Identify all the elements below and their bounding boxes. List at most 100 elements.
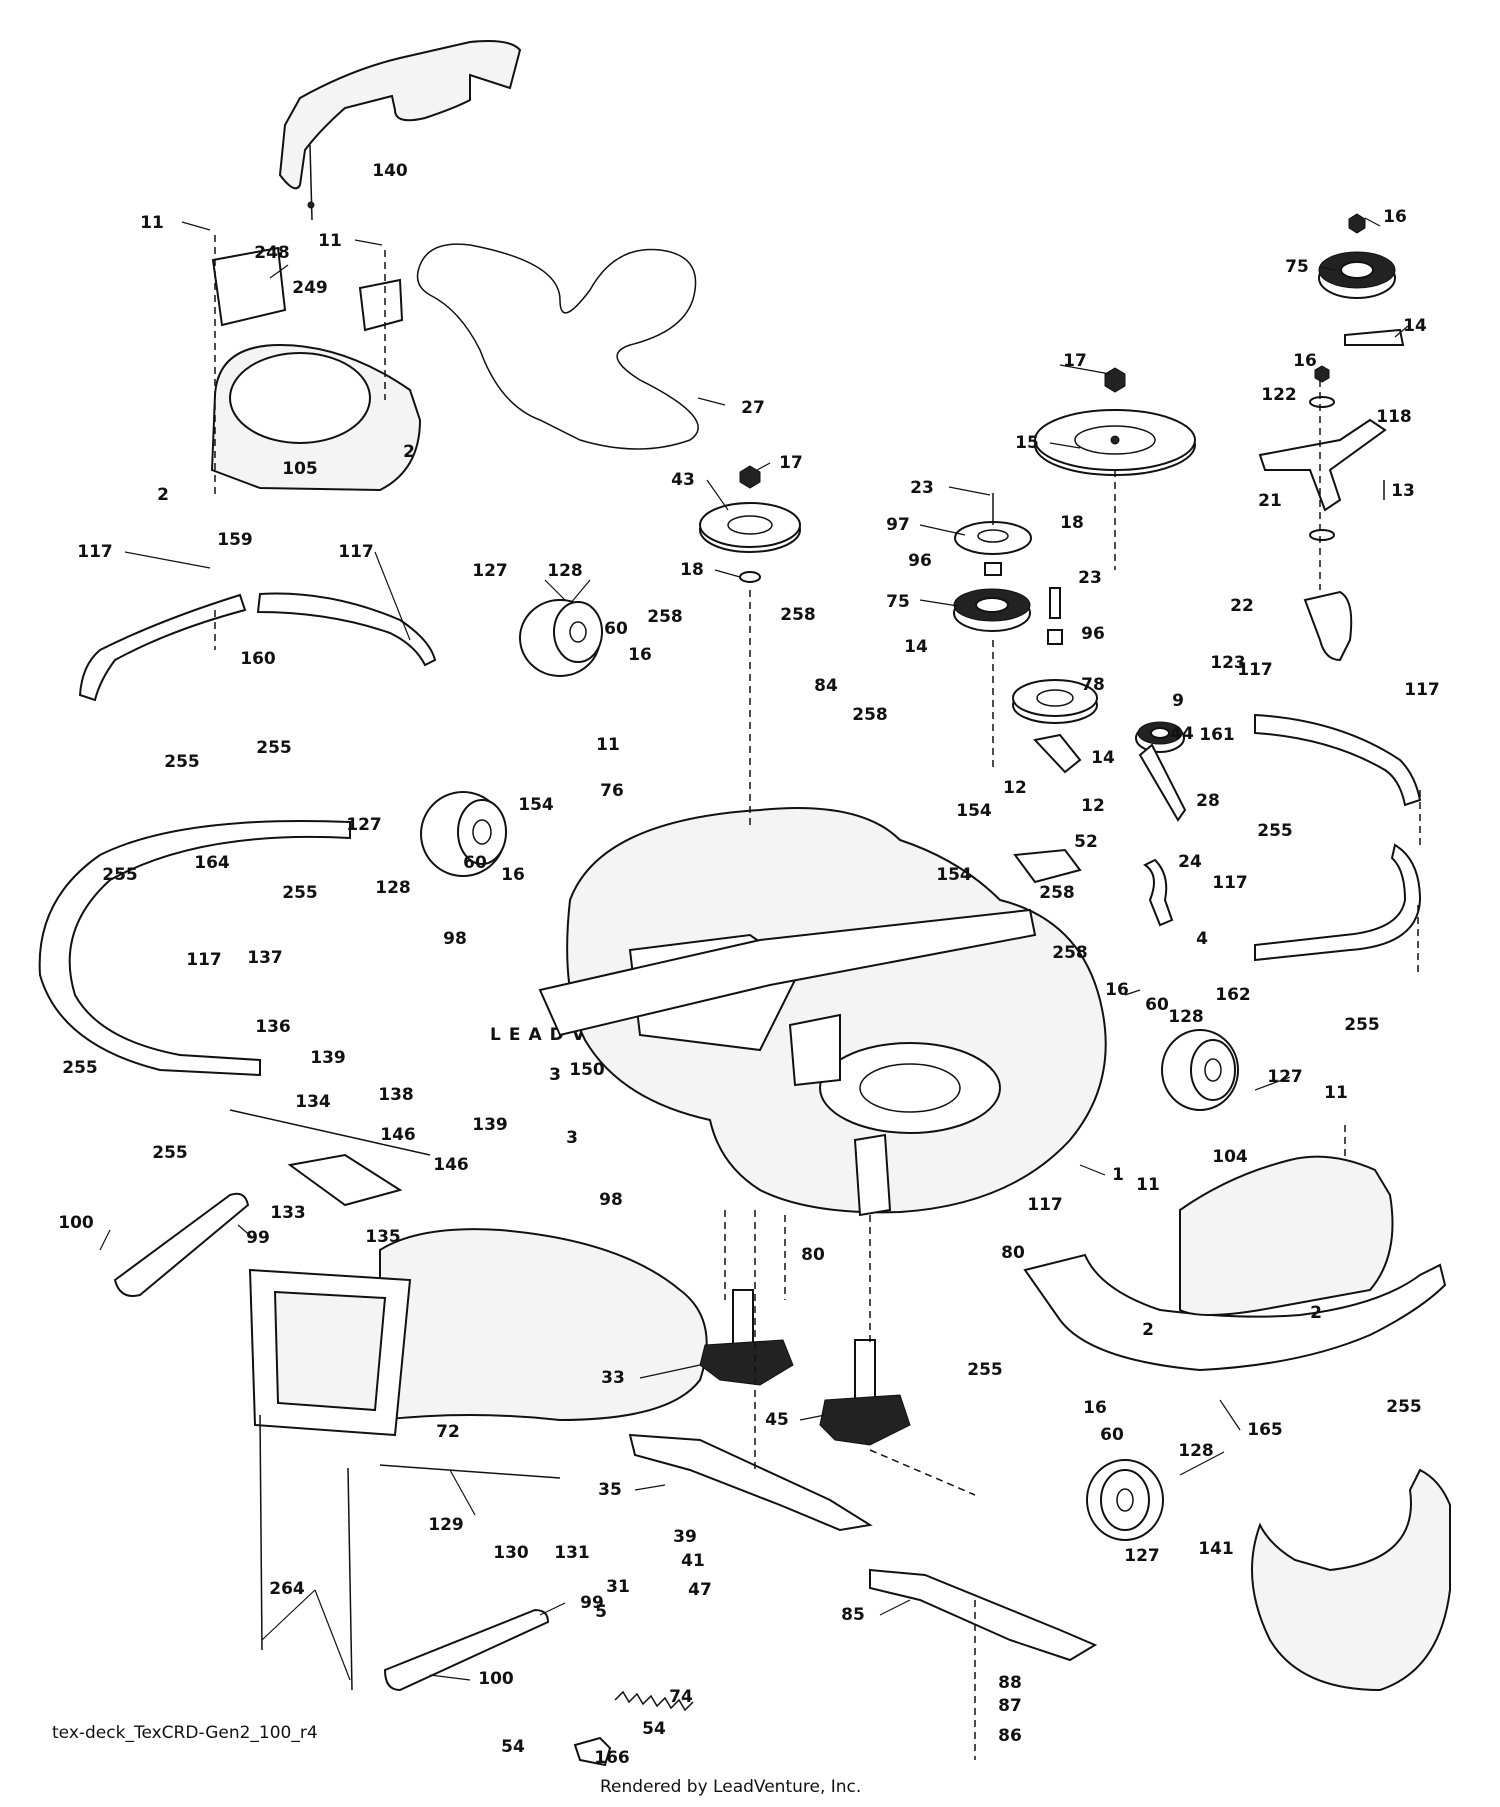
callout-264: 264 [269, 1579, 305, 1599]
callout-60: 60 [1100, 1425, 1124, 1445]
callout-16: 16 [1105, 980, 1129, 1000]
part-45-spindle [819, 1339, 911, 1446]
callout-11: 11 [318, 231, 342, 251]
callout-9: 9 [1172, 691, 1184, 711]
part-165-rail [1023, 1253, 1447, 1372]
callout-258: 258 [1039, 883, 1075, 903]
callout-133: 133 [270, 1203, 306, 1223]
callout-255: 255 [1344, 1015, 1380, 1035]
callout-128: 128 [1178, 1441, 1214, 1461]
callout-5: 5 [595, 1602, 607, 1622]
callout-11: 11 [1324, 1083, 1348, 1103]
callout-2: 2 [403, 442, 415, 462]
callout-4: 4 [1196, 929, 1208, 949]
part-15-drawing [1034, 409, 1196, 476]
part-99-arm-b [383, 1608, 550, 1692]
callout-159: 159 [217, 530, 253, 550]
callout-162: 162 [1215, 985, 1251, 1005]
part-78-drawing [1012, 587, 1098, 774]
part-166-bracket [573, 1736, 612, 1767]
callout-123: 123 [1210, 653, 1246, 673]
callout-18: 18 [1060, 513, 1084, 533]
callout-16: 16 [628, 645, 652, 665]
callout-255: 255 [102, 865, 138, 885]
callout-84: 84 [814, 676, 838, 696]
callout-31: 31 [606, 1577, 630, 1597]
callout-135: 135 [365, 1227, 401, 1247]
callout-14: 14 [1403, 316, 1427, 336]
callout-127: 127 [472, 561, 508, 581]
callout-41: 41 [681, 1551, 705, 1571]
callout-139: 139 [310, 1048, 346, 1068]
callout-137: 137 [247, 948, 283, 968]
callout-118: 118 [1376, 407, 1412, 427]
callout-255: 255 [152, 1143, 188, 1163]
callout-255: 255 [1257, 821, 1293, 841]
callout-23: 23 [910, 478, 934, 498]
callout-15: 15 [1015, 433, 1039, 453]
callout-14: 14 [1091, 748, 1115, 768]
callout-17: 17 [779, 453, 803, 473]
part-164-rail [38, 819, 351, 1077]
callout-12: 12 [1003, 778, 1027, 798]
callout-117: 117 [1404, 680, 1440, 700]
callout-255: 255 [164, 752, 200, 772]
diagram-file-label: tex-deck_TexCRD-Gen2_100_r4 [52, 1723, 318, 1743]
callout-72: 72 [436, 1422, 460, 1442]
callout-146: 146 [433, 1155, 469, 1175]
part-43-drawing [699, 502, 801, 553]
callout-117: 117 [186, 950, 222, 970]
callout-11: 11 [140, 213, 164, 233]
callout-164: 164 [194, 853, 230, 873]
part-33-spindle [699, 1289, 794, 1386]
callout-16: 16 [501, 865, 525, 885]
callout-255: 255 [1386, 1397, 1422, 1417]
callout-43: 43 [671, 470, 695, 490]
callout-11: 11 [1136, 1175, 1160, 1195]
callout-255: 255 [967, 1360, 1003, 1380]
callout-255: 255 [256, 738, 292, 758]
part-129-rod [379, 1464, 561, 1479]
part-99-arm-a [113, 1192, 250, 1297]
callout-78: 78 [1081, 675, 1105, 695]
callout-60: 60 [604, 619, 628, 639]
callout-248: 248 [254, 243, 290, 263]
callout-160: 160 [240, 649, 276, 669]
part-85-blade [869, 1568, 1098, 1662]
callout-127: 127 [346, 815, 382, 835]
callout-258: 258 [780, 605, 816, 625]
callout-117: 117 [77, 542, 113, 562]
callout-150: 150 [569, 1060, 605, 1080]
part-160-rail [256, 592, 437, 667]
callout-44: 44 [1170, 724, 1194, 744]
callout-98: 98 [443, 929, 467, 949]
callout-11: 11 [596, 735, 620, 755]
callout-127: 127 [1267, 1067, 1303, 1087]
part-72-chute [248, 1228, 708, 1437]
callout-139: 139 [472, 1115, 508, 1135]
callout-96: 96 [1081, 624, 1105, 644]
part-133-plate [287, 1153, 403, 1207]
callout-52: 52 [1074, 832, 1098, 852]
callout-54: 54 [501, 1737, 525, 1757]
callout-17: 17 [1063, 351, 1087, 371]
callout-80: 80 [801, 1245, 825, 1265]
callout-258: 258 [852, 705, 888, 725]
callout-86: 86 [998, 1726, 1022, 1746]
part-134-rod [229, 1109, 431, 1156]
callout-18: 18 [680, 560, 704, 580]
callout-3: 3 [566, 1128, 578, 1148]
callout-21: 21 [1258, 491, 1282, 511]
callout-14: 14 [904, 637, 928, 657]
callout-98: 98 [599, 1190, 623, 1210]
part-128-wheel-c [1161, 1029, 1239, 1111]
callout-13: 13 [1391, 481, 1415, 501]
callout-33: 33 [601, 1368, 625, 1388]
part-249-drawing [358, 278, 404, 332]
callout-127: 127 [1124, 1546, 1160, 1566]
callout-2: 2 [157, 485, 169, 505]
callout-249: 249 [292, 278, 328, 298]
callout-104: 104 [1212, 1147, 1248, 1167]
part-128-wheel-a [519, 599, 603, 677]
